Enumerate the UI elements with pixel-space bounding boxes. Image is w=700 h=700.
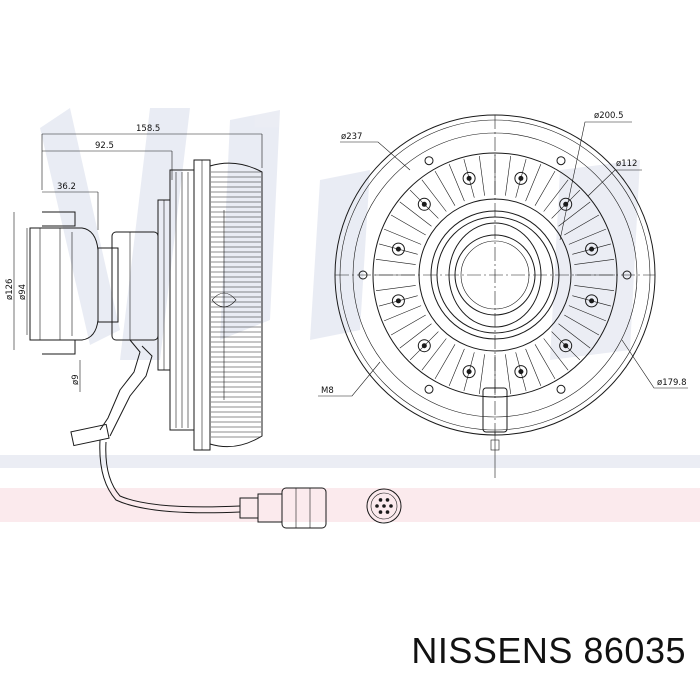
part-number: 86035 [583,630,686,671]
front-view: ø237 ø200.5 ø112 ø179.8 M8 [318,111,688,478]
dim-overall-length: 158.5 [136,124,160,134]
watermark-band [0,488,700,522]
bolt-holes [358,156,632,394]
dim-flange-length: 36.2 [57,182,76,192]
dim-pilot-dia: ø9 [71,374,81,385]
dim-fan-dia: ø237 [341,132,362,142]
dim-inner-dia: ø94 [18,284,28,300]
side-view: 158.5 92.5 36.2 ø126 ø94 ø9 [5,124,327,529]
product-caption: NISSENS 86035 [411,630,686,672]
connector-plug-icon [366,488,402,524]
dim-bolt-circle-outer: ø200.5 [594,111,624,121]
cooling-fins [211,171,261,438]
brand-name: NISSENS [411,630,573,671]
dim-hub-length: 92.5 [95,141,114,151]
dim-bolt-circle-inner: ø179.8 [657,378,687,388]
dim-outer-dia: ø126 [5,279,15,300]
dim-thread: M8 [321,386,334,396]
dim-center-dia: ø112 [616,159,637,169]
